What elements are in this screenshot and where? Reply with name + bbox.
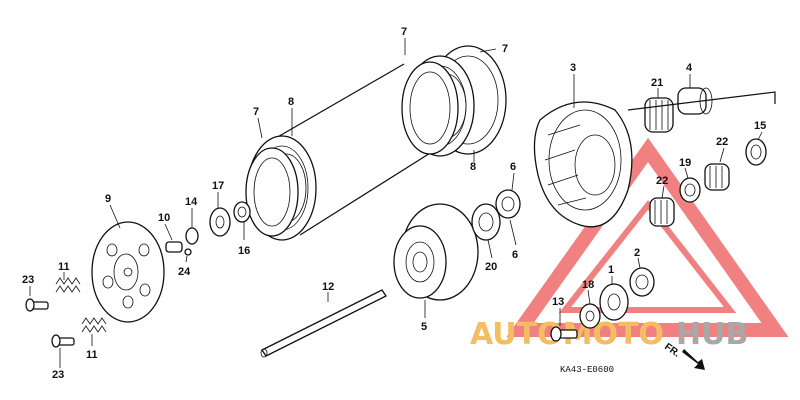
- callout-21: 21: [651, 77, 663, 89]
- callout-12: 12: [322, 281, 334, 293]
- clutch-disc-stack-left: [245, 63, 436, 241]
- watermark-logo: AUTOMOTO HUB: [470, 137, 789, 352]
- gear-parts: [550, 267, 655, 342]
- callout-8-right: 8: [470, 161, 476, 173]
- callout-5: 5: [421, 321, 427, 333]
- bearing-parts: [627, 87, 776, 227]
- callout-11-lower: 11: [86, 349, 98, 361]
- callout-6-lower: 6: [512, 249, 518, 261]
- callout-22-upper: 22: [716, 136, 728, 148]
- arrow-icon: [682, 349, 705, 370]
- callout-14: 14: [185, 196, 198, 208]
- callout-labels: 7 7 7 8 8 3 21 4 15 22 22 19 9 10 14 17 …: [22, 26, 766, 381]
- callout-10: 10: [158, 212, 170, 224]
- callout-23-upper: 23: [22, 274, 34, 286]
- callout-13: 13: [552, 296, 564, 308]
- callout-6-upper: 6: [510, 161, 516, 173]
- callout-1: 1: [608, 264, 614, 276]
- callout-9: 9: [105, 193, 111, 205]
- callout-23-lower: 23: [52, 369, 64, 381]
- watermark-text-hub: HUB: [676, 317, 748, 352]
- callout-7-top: 7: [401, 26, 407, 38]
- leader-lines: [29, 38, 763, 368]
- callout-22-lower: 22: [656, 175, 668, 187]
- washers: [471, 189, 521, 241]
- callout-2: 2: [634, 247, 640, 259]
- callout-11-upper: 11: [58, 261, 70, 273]
- callout-24: 24: [178, 266, 191, 278]
- callout-16: 16: [238, 245, 250, 257]
- callout-8-left: 8: [288, 96, 294, 108]
- pressure-plate: [91, 221, 165, 323]
- callout-7-left: 7: [253, 106, 259, 118]
- callout-18: 18: [582, 279, 594, 291]
- callout-15: 15: [754, 120, 766, 132]
- lifter-parts: [165, 201, 251, 256]
- callout-4: 4: [686, 62, 693, 74]
- callout-20: 20: [485, 261, 497, 273]
- pushrod: [260, 289, 387, 358]
- callout-19: 19: [679, 157, 691, 169]
- callout-7-right: 7: [502, 43, 508, 55]
- clutch-outer-housing: [533, 101, 633, 228]
- springs-and-bolts: [25, 277, 107, 348]
- clutch-center-hub: [393, 203, 479, 301]
- callout-3: 3: [570, 62, 576, 74]
- callout-17: 17: [212, 180, 224, 192]
- clutch-disc-stack-right: [401, 45, 507, 157]
- diagram-code: KA43-E0600: [560, 365, 614, 375]
